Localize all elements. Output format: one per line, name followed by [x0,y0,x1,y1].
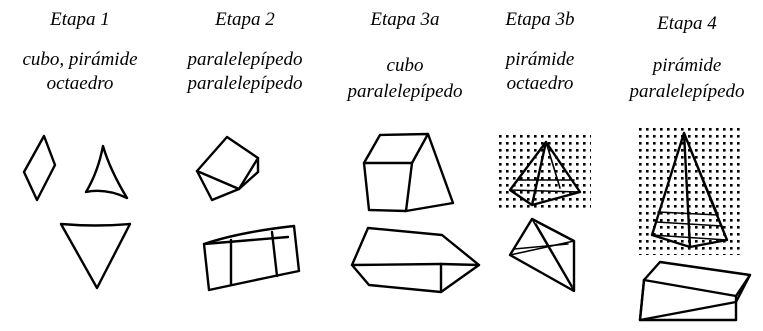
stage-3a-cube-drawing [362,132,455,213]
stage-1-triangle-drawing [59,222,132,290]
stage-4-title: Etapa 4 [657,13,717,34]
stage-1-diamond-drawing [22,134,57,202]
stage-2-shapes-line-1: paralelepípedo [187,49,303,70]
stage-2-parallelepiped-top-drawing [195,135,260,202]
stage-3b-shapes-line-1: pirámide [505,49,575,70]
stage-3b-shapes-line-2: octaedro [506,73,574,94]
stage-3b-pyramid-drawing [508,140,582,207]
stage-3a-shapes-line-1: cubo [386,55,424,76]
stage-2-shapes-line-2: paralelepípedo [187,73,303,94]
stage-2-title: Etapa 2 [215,9,275,30]
stage-3a-parallelepiped-drawing [350,226,481,294]
stage-4-pyramid-drawing [650,131,729,249]
stage-1-title: Etapa 1 [50,9,110,30]
stage-3a-title: Etapa 3a [370,9,440,30]
stage-1-curved-triangle-drawing [84,144,129,200]
stage-3b-title: Etapa 3b [505,9,575,30]
stage-4-shapes-line-2: paralelepípedo [629,81,745,102]
stage-3a-shapes-line-2: paralelepípedo [347,81,463,102]
stage-4-parallelepiped-drawing [638,260,752,322]
stage-1-shapes-line-1: cubo, pirámide [22,49,138,70]
stage-2-parallelepiped-bottom-drawing [202,224,301,292]
stage-4-shapes-line-1: pirámide [652,55,722,76]
stage-3b-octahedron-drawing [508,217,576,293]
stage-1-shapes-line-2: octaedro [46,73,114,94]
